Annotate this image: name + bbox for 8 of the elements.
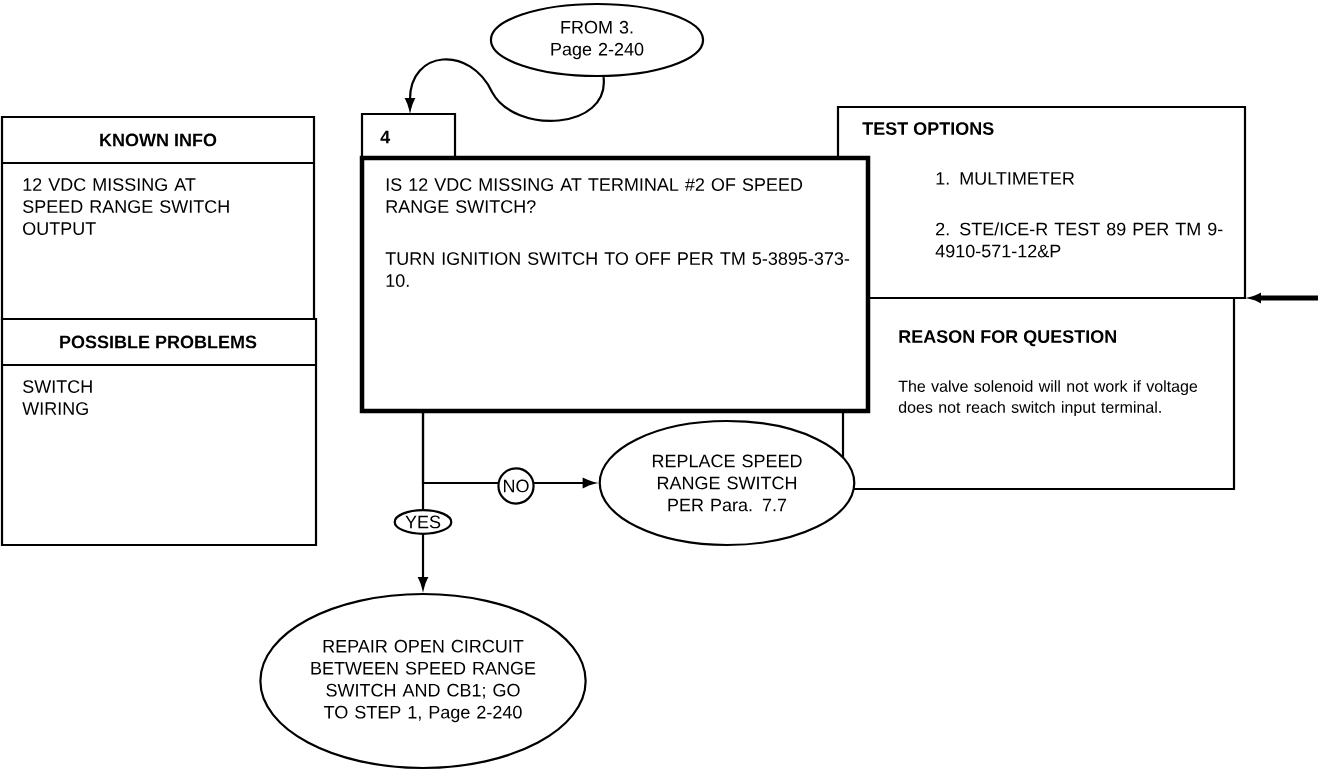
edge-label: NO [497, 467, 535, 505]
node-label: 4 [380, 130, 391, 144]
info-panel: POSSIBLE PROBLEMS SWITCH WIRING [0, 317, 318, 547]
arrow [405, 58, 605, 122]
arrow [418, 411, 428, 590]
edge-label: YES [393, 509, 453, 535]
info-panel: KNOWN INFO 12 VDC MISSING AT SPEED RANGE SWITCH OUTPUT [0, 115, 316, 321]
info-panel: REASON FOR QUESTION The valve solenoid will not work if voltage does not reach switch input terminal. [841, 296, 1236, 491]
